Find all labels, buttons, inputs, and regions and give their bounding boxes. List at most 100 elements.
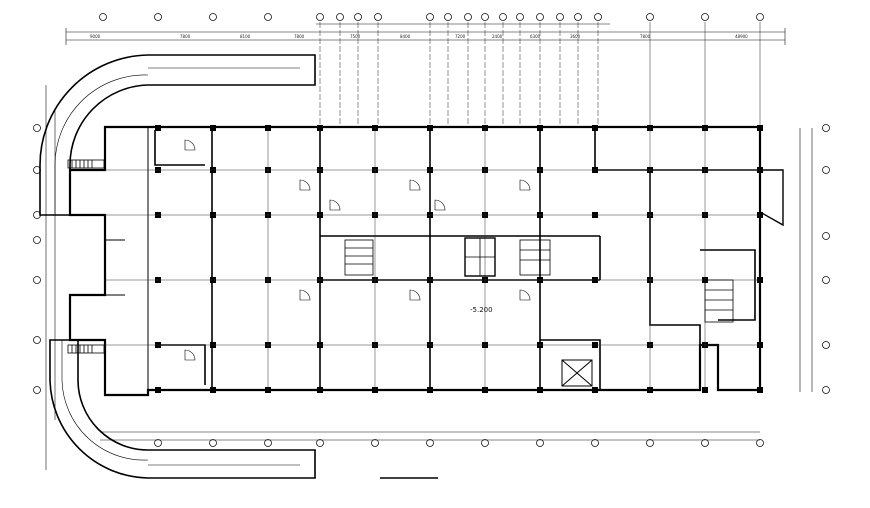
dimension-text: 8100 xyxy=(240,34,251,39)
door-swings xyxy=(184,139,531,361)
bottom-dimension-lines xyxy=(100,431,760,441)
building-outline xyxy=(68,125,762,397)
axis-bubble xyxy=(426,439,434,447)
axis-bubble xyxy=(756,439,764,447)
door-swing xyxy=(299,289,311,301)
axis-bubble xyxy=(646,439,654,447)
axis-bubble xyxy=(536,13,544,21)
dimension-text: 3600 xyxy=(570,34,581,39)
axis-bubble xyxy=(154,13,162,21)
dimension-text: 9000 xyxy=(90,34,101,39)
door-swing xyxy=(409,289,421,301)
axis-bubble xyxy=(99,13,107,21)
dimension-text: 7500 xyxy=(350,34,361,39)
axis-bubble xyxy=(336,13,344,21)
dimension-text: 2400 xyxy=(492,34,503,39)
ramp-top xyxy=(39,54,316,216)
door-swing xyxy=(519,289,531,301)
axis-bubble xyxy=(646,13,654,21)
door-swing xyxy=(409,179,421,191)
axis-bubble xyxy=(516,13,524,21)
axis-bubble xyxy=(374,13,382,21)
structural-columns xyxy=(155,125,763,393)
left-axis-bubbles xyxy=(33,124,41,394)
dimension-text: 8400 xyxy=(400,34,411,39)
bottom-axis-bubbles xyxy=(154,439,764,447)
axis-bubble xyxy=(822,276,830,284)
dimension-text: 7800 xyxy=(294,34,305,39)
stair-core-center xyxy=(344,237,551,277)
axis-bubble xyxy=(209,439,217,447)
axis-bubble xyxy=(822,341,830,349)
axis-bubble xyxy=(264,13,272,21)
axis-bubble xyxy=(371,439,379,447)
column xyxy=(155,125,161,131)
column xyxy=(210,125,216,131)
door-swing xyxy=(184,349,196,361)
vent-shaft xyxy=(561,359,593,387)
column xyxy=(427,387,433,393)
column xyxy=(592,387,598,393)
ramp-bottom xyxy=(49,339,316,479)
top-axis-bubbles xyxy=(99,13,764,21)
right-axis-bubbles xyxy=(822,124,830,394)
axis-bubble xyxy=(822,232,830,240)
axis-bubble xyxy=(481,13,489,21)
axis-bubble xyxy=(33,386,41,394)
axis-bubble xyxy=(536,439,544,447)
axis-bubble xyxy=(33,236,41,244)
column xyxy=(757,125,763,131)
axis-bubble xyxy=(154,439,162,447)
top-dimension-lines xyxy=(65,23,786,45)
axis-bubble xyxy=(464,13,472,21)
elevation-label: -5.200 xyxy=(470,306,493,314)
stair-left-top xyxy=(67,159,105,354)
axis-bubble xyxy=(822,166,830,174)
door-swing xyxy=(329,199,341,211)
column xyxy=(317,387,323,393)
door-swing xyxy=(434,199,446,211)
door-swing xyxy=(184,139,196,151)
axis-bubble xyxy=(701,13,709,21)
right-ramp-entrance xyxy=(759,169,784,227)
left-dimension-lines xyxy=(45,85,56,470)
door-swing xyxy=(519,179,531,191)
axis-bubble xyxy=(594,13,602,21)
axis-bubble xyxy=(316,13,324,21)
axis-extension-lines xyxy=(319,22,761,127)
column xyxy=(537,387,543,393)
door-swing xyxy=(299,179,311,191)
axis-bubble xyxy=(264,439,272,447)
axis-bubble xyxy=(481,439,489,447)
axis-bubble xyxy=(33,336,41,344)
axis-bubble xyxy=(33,276,41,284)
column xyxy=(155,387,161,393)
dimension-text: 7800 xyxy=(640,34,651,39)
axis-bubble xyxy=(591,439,599,447)
top-dimension-texts: 9000 7800 8100 7800 7500 8400 7200 2400 6300 3600… xyxy=(90,34,748,39)
dimension-text: 48900 xyxy=(735,34,748,39)
dimension-text: 6300 xyxy=(530,34,541,39)
stair-right xyxy=(704,279,734,323)
interior-walls xyxy=(105,127,760,390)
column xyxy=(757,387,763,393)
axis-bubble xyxy=(316,439,324,447)
column xyxy=(210,387,216,393)
axis-bubble xyxy=(574,13,582,21)
axis-bubble xyxy=(426,13,434,21)
axis-bubble xyxy=(444,13,452,21)
column xyxy=(317,125,323,131)
axis-bubble xyxy=(209,13,217,21)
right-dimension-lines xyxy=(799,128,813,392)
column xyxy=(592,125,598,131)
axis-bubble xyxy=(756,13,764,21)
axis-bubble xyxy=(701,439,709,447)
axis-bubble xyxy=(822,386,830,394)
axis-bubble xyxy=(499,13,507,21)
dimension-text: 7200 xyxy=(455,34,466,39)
axis-grid-lines xyxy=(105,127,760,390)
column xyxy=(537,125,543,131)
column xyxy=(427,125,433,131)
axis-bubble xyxy=(33,124,41,132)
